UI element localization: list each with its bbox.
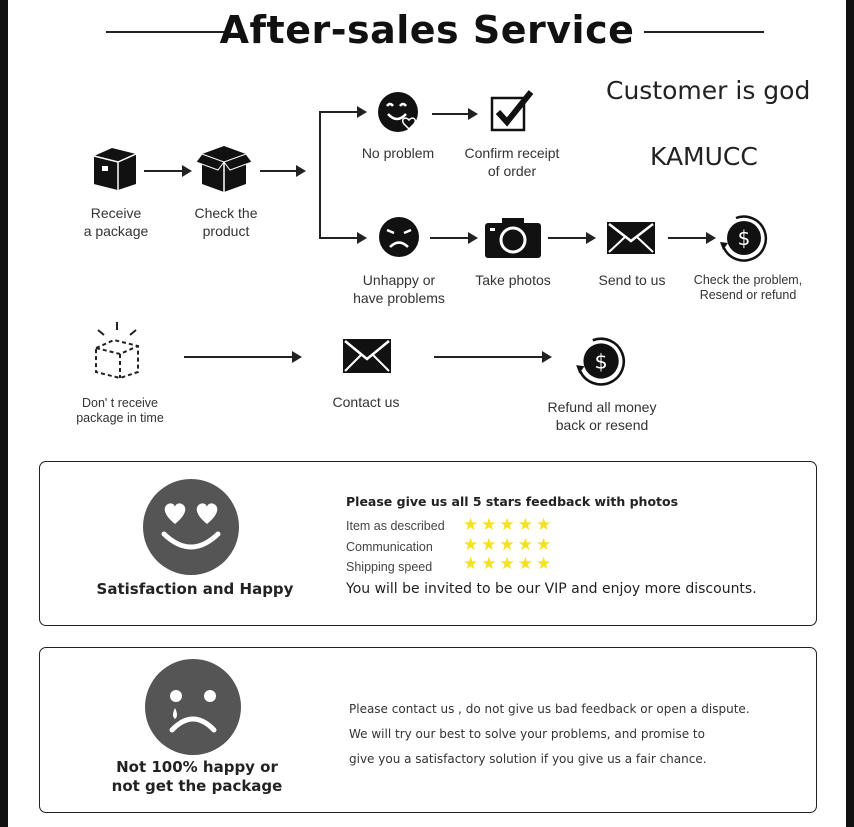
send-to-us-label: Send to us xyxy=(598,272,666,288)
brand-name: KAMUCC xyxy=(650,142,758,171)
check-problem-label: Check the problem, Resend or refund xyxy=(693,273,803,302)
heart-eyes-face-icon xyxy=(143,479,239,575)
rating-item-described-label: Item as described xyxy=(346,519,445,533)
refund-all-dollar-icon: $ xyxy=(576,337,626,386)
not-received-label: Don' t receive package in time xyxy=(76,396,164,425)
missing-package-icon xyxy=(95,322,139,380)
envelope-icon xyxy=(607,222,655,254)
crying-face-icon xyxy=(145,659,241,755)
unhappy-line-1: Please contact us , do not give us bad f… xyxy=(349,702,750,716)
arrow-receive-check xyxy=(144,165,192,177)
rating-communication-stars: ★★★★★ xyxy=(463,535,555,555)
step-check-label: Check the product xyxy=(194,205,258,239)
smile-heart-icon xyxy=(378,92,418,132)
arrow-branch-top xyxy=(319,106,367,118)
confirm-receipt-label: Confirm receipt of order xyxy=(464,145,560,179)
arrow-noproblem-confirm xyxy=(432,108,478,120)
step-receive-label: Receive a package xyxy=(83,205,149,239)
arrow-check-branch xyxy=(260,165,306,177)
unhappy-label: Unhappy or have problems xyxy=(353,272,445,306)
take-photos-label: Take photos xyxy=(475,272,551,288)
checkbox-check-icon xyxy=(490,90,534,132)
arrow-photos-send xyxy=(548,232,596,244)
arrow-branch-bottom xyxy=(319,232,367,244)
title-rule-left xyxy=(106,31,226,33)
camera-icon xyxy=(485,218,541,258)
rating-shipping-label: Shipping speed xyxy=(346,560,433,574)
feedback-request: Please give us all 5 stars feedback with… xyxy=(346,494,679,509)
happy-caption: Satisfaction and Happy xyxy=(96,580,294,598)
unhappy-caption: Not 100% happy or not get the package xyxy=(111,758,283,795)
no-problem-label: No problem xyxy=(361,145,435,161)
arrow-notreceived-contact xyxy=(184,351,302,363)
unhappy-line-2: We will try our best to solve your probl… xyxy=(349,727,705,741)
sad-face-icon xyxy=(379,217,419,257)
branch-line xyxy=(319,111,321,238)
arrow-contact-refund xyxy=(434,351,552,363)
contact-envelope-icon xyxy=(343,339,391,373)
unhappy-line-3: give you a satisfactory solution if you … xyxy=(349,752,707,766)
infographic-canvas: After-sales Service Customer is god KAMU… xyxy=(8,0,846,827)
package-box-icon xyxy=(93,148,137,190)
rating-shipping-stars: ★★★★★ xyxy=(463,554,555,574)
vip-invite: You will be invited to be our VIP and en… xyxy=(346,581,757,597)
rating-communication-label: Communication xyxy=(346,540,433,554)
svg-text:$: $ xyxy=(594,349,607,373)
happy-feedback-box xyxy=(39,461,817,626)
title-rule-right xyxy=(644,31,764,33)
arrow-unhappy-photos xyxy=(430,232,478,244)
svg-text:$: $ xyxy=(738,226,751,250)
contact-us-label: Contact us xyxy=(332,394,400,410)
unhappy-contact-box xyxy=(39,647,817,813)
refund-dollar-icon: $ xyxy=(720,215,768,262)
slogan: Customer is god xyxy=(606,76,811,105)
refund-all-label: Refund all money back or resend xyxy=(547,399,657,433)
arrow-send-refund xyxy=(668,232,716,244)
page-title: After-sales Service xyxy=(219,8,635,52)
rating-item-described-stars: ★★★★★ xyxy=(463,515,555,535)
open-box-icon xyxy=(196,146,252,192)
